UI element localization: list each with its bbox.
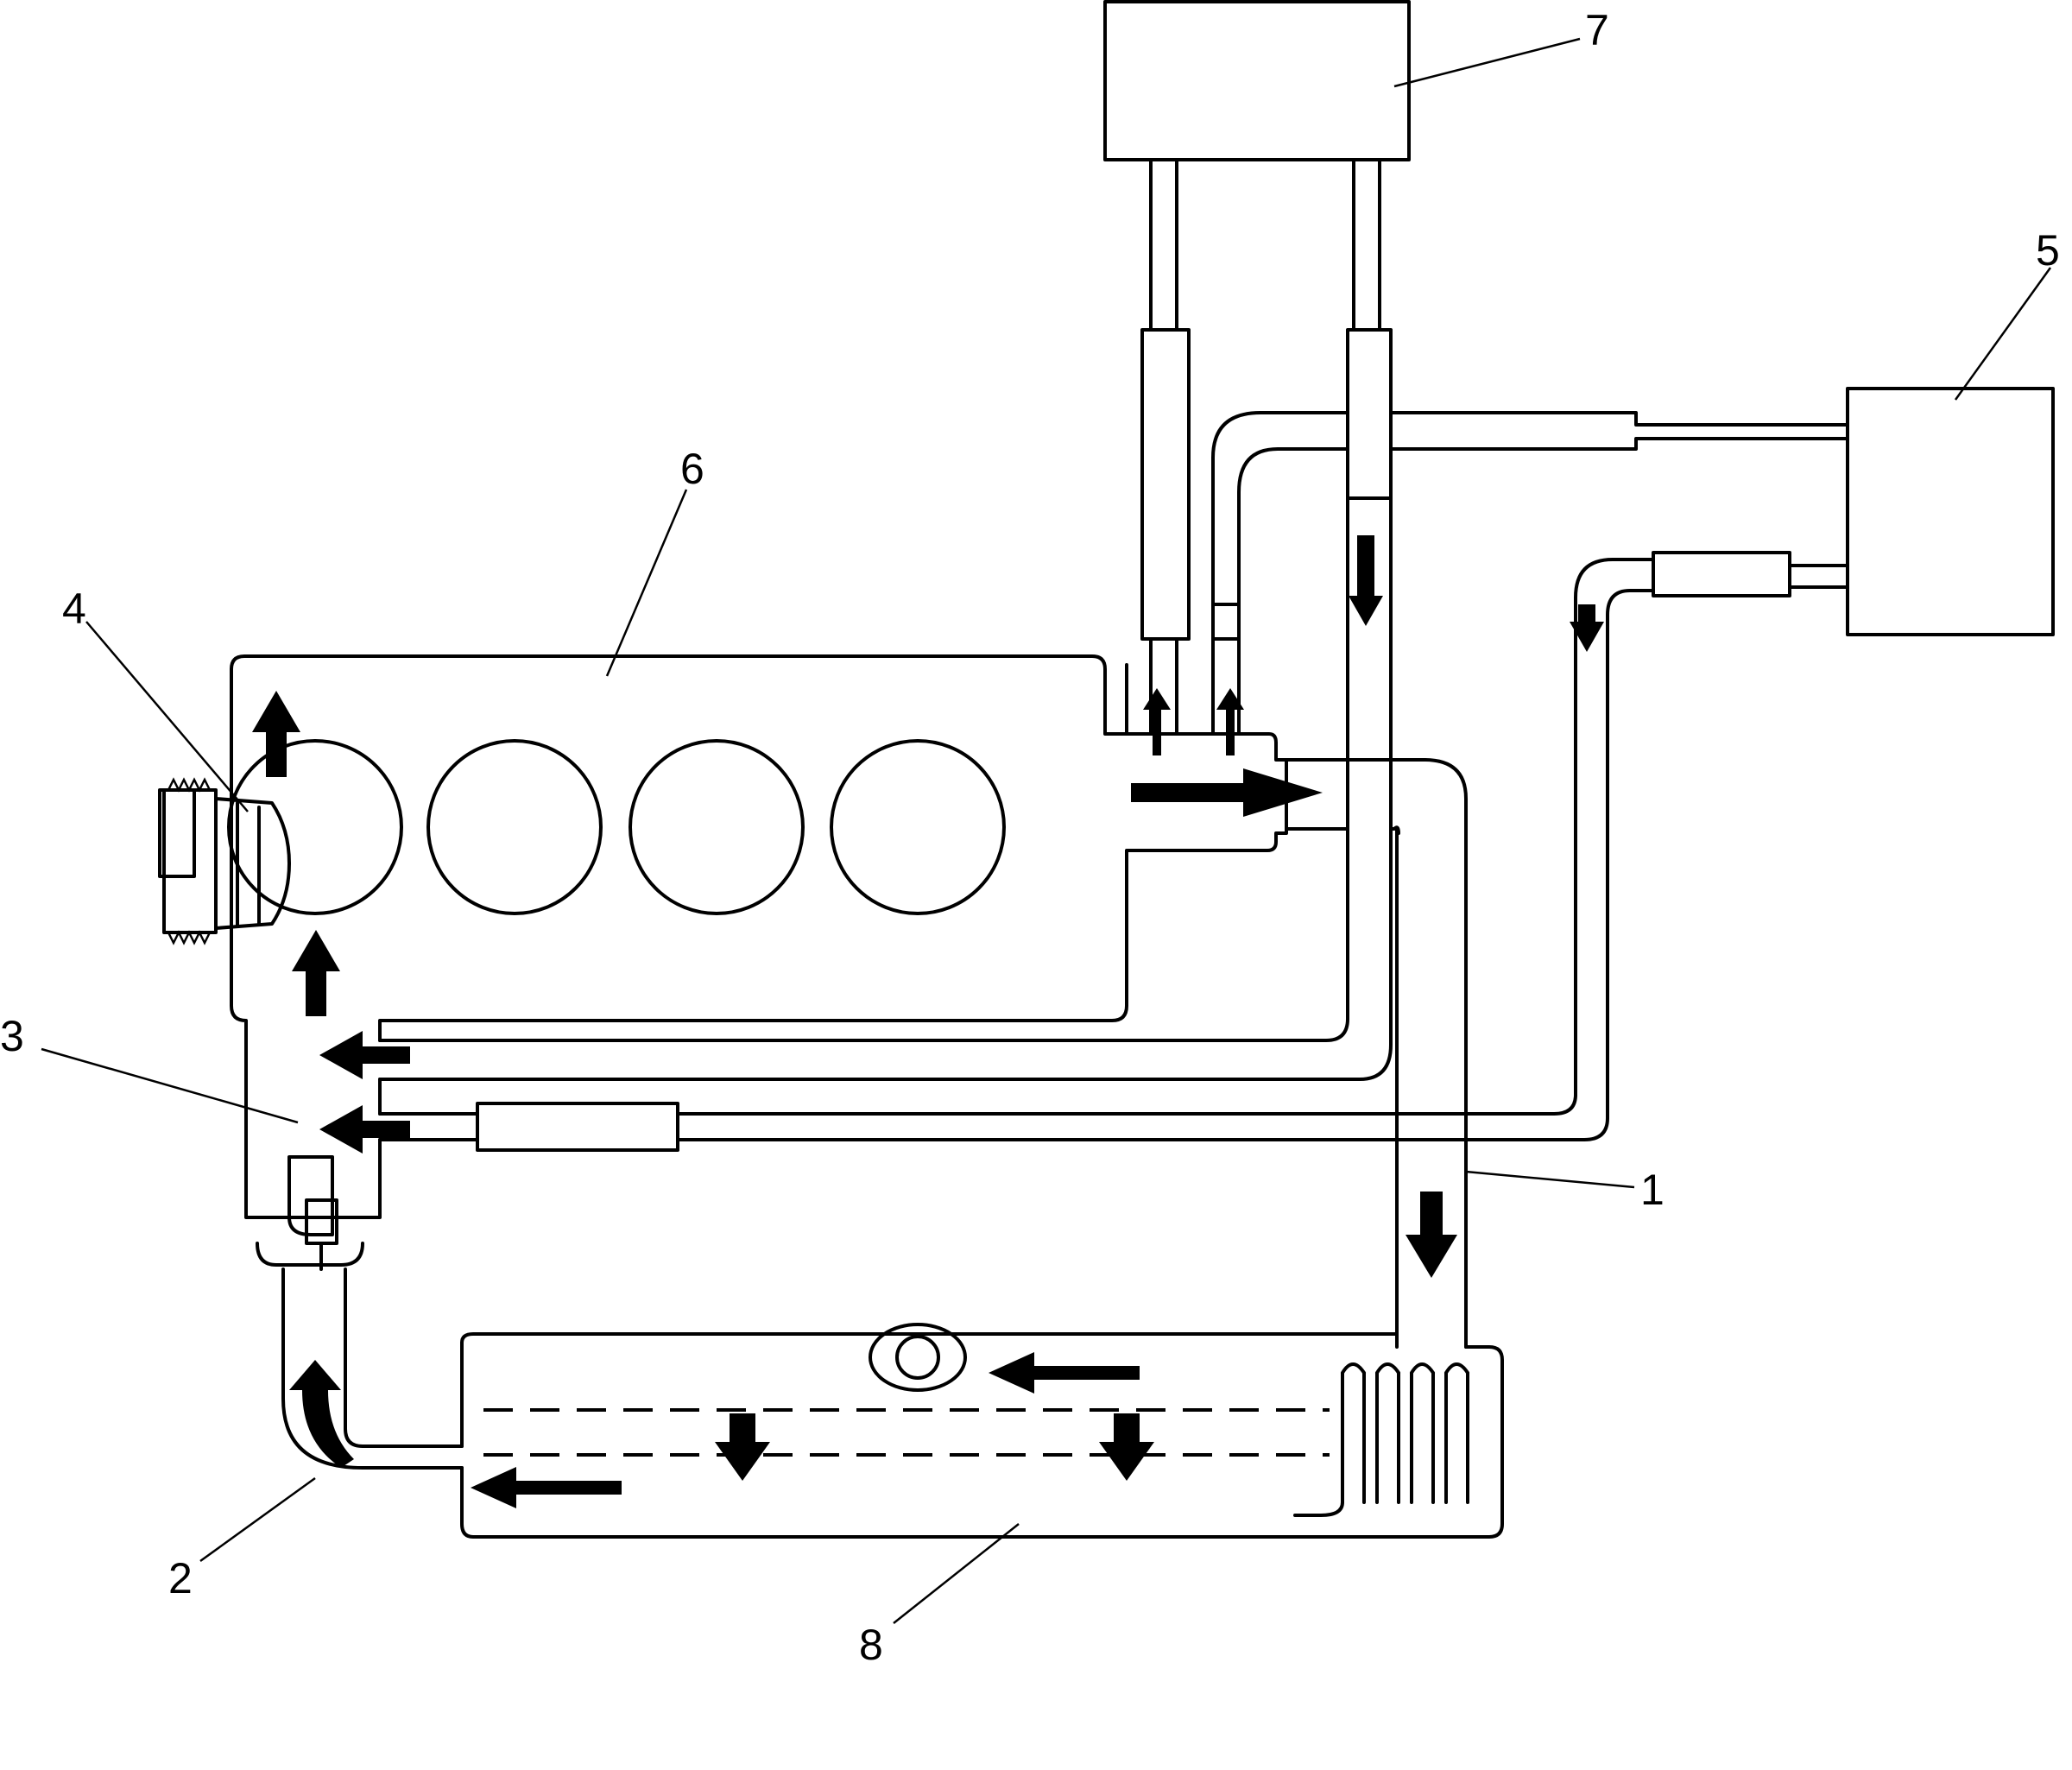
callout-6: 6 — [680, 445, 704, 493]
flow-arrows — [252, 535, 1604, 1508]
callout-3: 3 — [0, 1012, 24, 1060]
arrow-up-small — [1216, 688, 1244, 755]
water-pump-pulley — [158, 777, 291, 945]
callout-7: 7 — [1585, 6, 1609, 54]
leader-6 — [605, 489, 688, 677]
arrow-left — [471, 1467, 622, 1508]
arrow-left — [319, 1105, 410, 1154]
upper-radiator-hose — [1285, 758, 1468, 1349]
heater-hoses — [1140, 328, 1393, 736]
leader-4 — [85, 621, 249, 812]
callout-5: 5 — [2036, 226, 2060, 275]
arrow-up — [252, 691, 300, 777]
leader-lines — [41, 37, 2052, 1624]
callout-4: 4 — [62, 585, 86, 633]
heater-return-hose — [378, 496, 1393, 1081]
leader-2 — [199, 1476, 316, 1563]
bypass-lines — [378, 1078, 1586, 1152]
arrow-left — [319, 1031, 410, 1079]
radiator — [460, 1323, 1504, 1539]
arrow-up — [292, 930, 340, 1016]
arrow-down — [1349, 535, 1383, 626]
leader-5 — [1954, 267, 2052, 401]
leader-8 — [893, 1523, 1020, 1624]
leader-1 — [1465, 1170, 1635, 1189]
callout-2: 2 — [168, 1554, 193, 1602]
leader-7 — [1393, 37, 1581, 88]
leader-3 — [41, 1047, 299, 1124]
surge-tank-box — [1389, 387, 2055, 1141]
arrow-left — [989, 1352, 1140, 1394]
heater-core-box — [1103, 0, 1411, 332]
callout-labels: 1 2 3 4 5 6 7 8 — [0, 6, 2060, 1669]
arrow-right — [1131, 768, 1323, 817]
arrow-down — [1406, 1192, 1457, 1278]
arrow-down — [1099, 1413, 1154, 1481]
arrow-up-small — [1143, 688, 1171, 755]
callout-8: 8 — [859, 1621, 883, 1669]
arrow-down — [715, 1413, 770, 1481]
engine-block — [227, 654, 1288, 1219]
callout-1: 1 — [1640, 1166, 1665, 1214]
arrow-down — [1570, 604, 1604, 652]
thermostat-housing — [256, 1155, 464, 1470]
radiator-core-tubes — [1293, 1362, 1469, 1517]
arrow-curved-up — [289, 1360, 354, 1468]
